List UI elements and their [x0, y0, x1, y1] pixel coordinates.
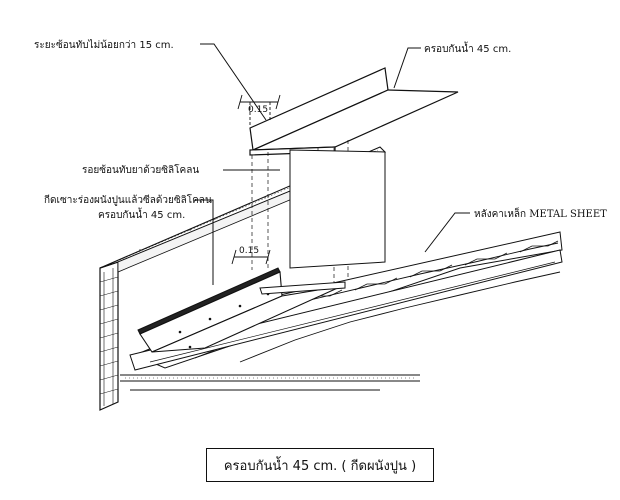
- label-silicone-overlap: รอยซ้อนทับยาด้วยซิลิโคลน: [82, 163, 199, 176]
- leader-lines: [195, 43, 470, 285]
- label-groove-line2: ครอบกันน้ำ 45 cm.: [98, 207, 185, 221]
- caption-box: ครอบกันน้ำ 45 cm. ( กีดผนังปูน ): [206, 448, 434, 482]
- dim-top-value: 0.15: [248, 105, 268, 115]
- top-flashing: [249, 67, 459, 156]
- caption-text: ครอบกันน้ำ 45 cm. ( กีดผนังปูน ): [223, 458, 417, 474]
- dim-wall-value: 0.15: [239, 246, 259, 256]
- dimension-top: [237, 94, 281, 126]
- dimension-wall: [231, 249, 271, 265]
- label-groove-line1: กีดเซาะร่องผนังปูนแล้วซีลด้วยซิลิโคลน: [44, 193, 212, 206]
- column-block: [289, 149, 386, 269]
- label-flashing-top: ครอบกันน้ำ 45 cm.: [424, 41, 511, 55]
- label-overlap-min: ระยะซ้อนทับไม่น้อยกว่า 15 cm.: [34, 39, 174, 51]
- roof-structure: [120, 374, 420, 391]
- masonry-wall: [99, 261, 119, 411]
- label-metal-sheet: หลังคาเหล็ก METAL SHEET: [474, 206, 607, 220]
- wall-flashing: [137, 267, 346, 353]
